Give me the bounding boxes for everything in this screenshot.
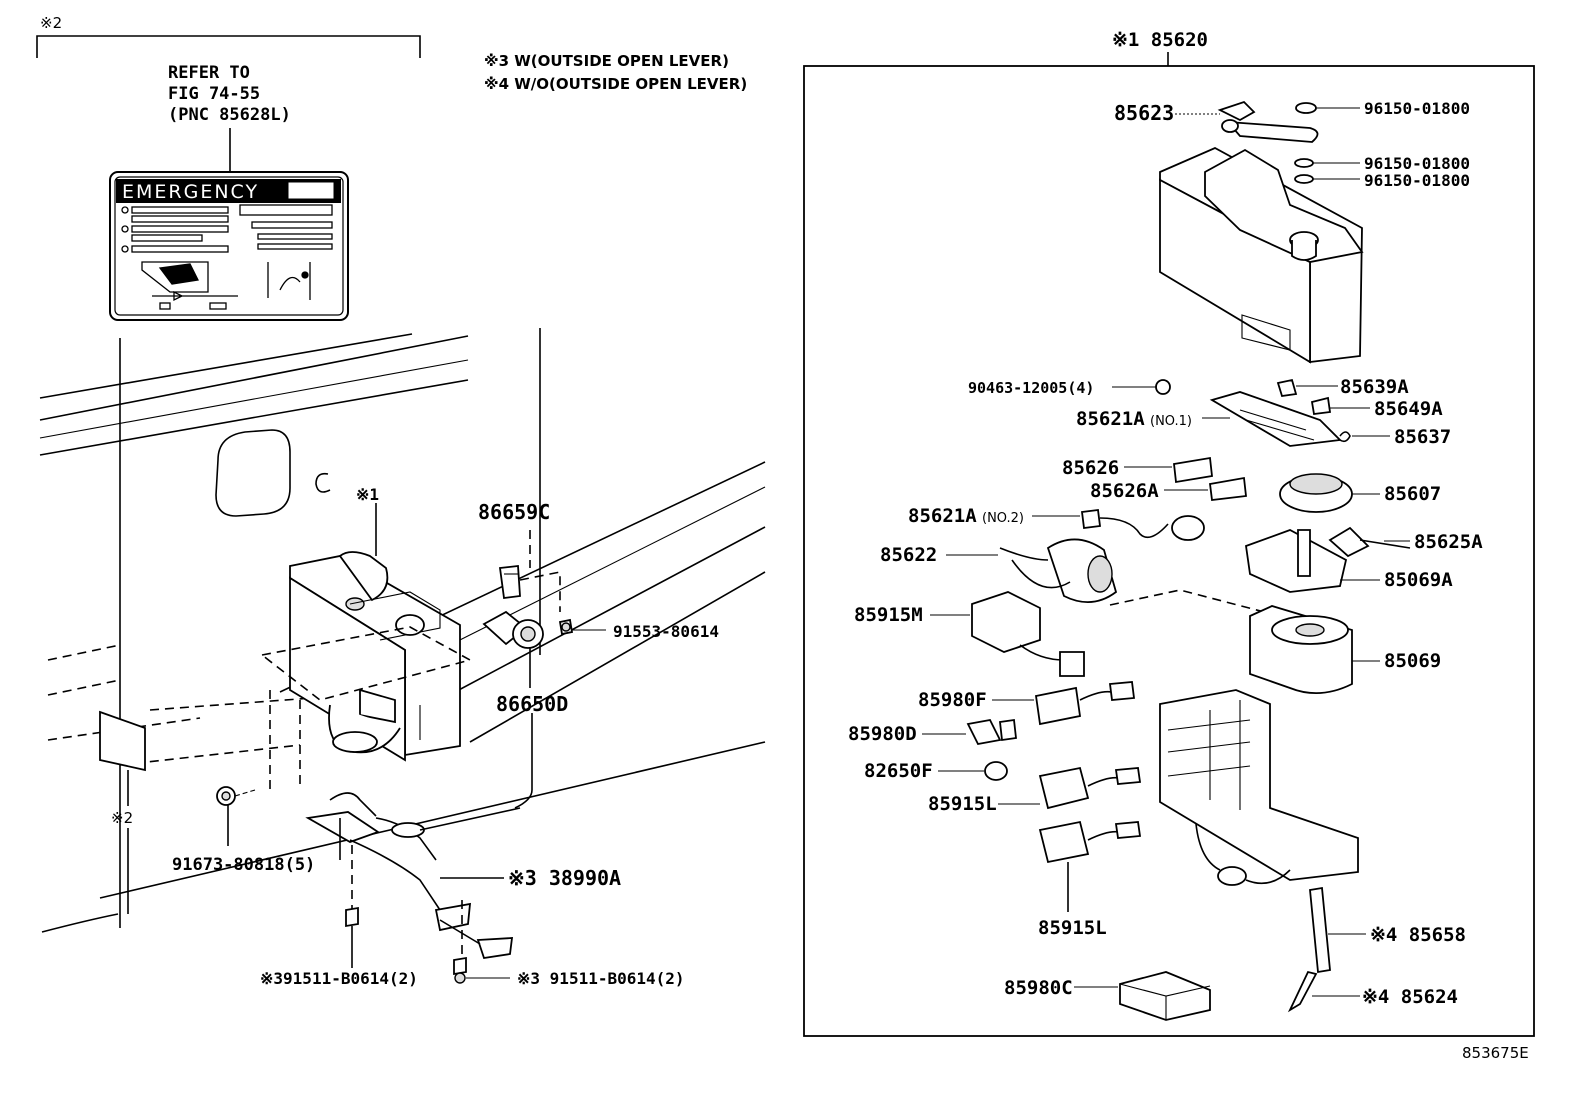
refer-line-2: FIG 74-55: [168, 84, 260, 104]
actuator-box: [1159, 146, 1364, 364]
assembly-frame: [803, 65, 1535, 1037]
figure-id: 853675E: [1462, 1044, 1529, 1062]
mark2-bracket: [36, 35, 421, 58]
part-85069-drawing: [1249, 605, 1380, 695]
part-82650F-drawing: [938, 761, 1008, 781]
mounting-bracket: [1159, 689, 1359, 886]
label-85649A: 85649A: [1374, 398, 1443, 420]
label-85621A-no2: 85621A: [908, 505, 977, 527]
part-85621A2-drawing: [1032, 508, 1205, 541]
label-96150-c: 96150-01800: [1364, 171, 1470, 190]
label-38990A: ※3 38990A: [508, 866, 621, 890]
part-85624-drawing: [1287, 970, 1360, 1013]
label-85624: ※4 85624: [1362, 986, 1458, 1008]
label-82650F: 82650F: [864, 760, 933, 782]
mark1-label: ※1: [356, 485, 379, 504]
label-91673-80818: 91673-80818(5): [172, 855, 315, 875]
mark2-top: ※2: [40, 14, 62, 32]
part-38990A-drawing: [305, 792, 521, 960]
refer-note: REFER TO FIG 74-55 (PNC 85628L): [168, 63, 291, 125]
washers-96150: [1294, 102, 1360, 184]
part-85607-drawing: [1279, 473, 1380, 513]
label-91553-80614: 91553-80614: [613, 622, 719, 641]
label-91511-left: ※391511-B0614(2): [260, 969, 418, 988]
label-85658: ※4 85658: [1370, 924, 1466, 946]
label-85621A-no2-note: (NO.2): [982, 511, 1024, 526]
part-85623-drawing: [1175, 100, 1319, 143]
part-85621A1-drawing: [1202, 391, 1342, 447]
label-91511-right: ※3 91511-B0614(2): [517, 969, 685, 988]
part-85069A-drawing: [1245, 529, 1380, 593]
assembly-label: ※1 85620: [1112, 29, 1208, 51]
label-85915L-a: 85915L: [928, 793, 997, 815]
emergency-label: EMERGENCY: [109, 171, 349, 321]
label-85623: 85623: [1114, 101, 1174, 125]
vehicle-body: [39, 328, 766, 933]
label-85622: 85622: [880, 544, 937, 566]
label-85069A: 85069A: [1384, 569, 1453, 591]
label-85915M: 85915M: [854, 604, 923, 626]
part-85980F-drawing: [992, 681, 1136, 726]
bolt-91511-right: [453, 956, 510, 984]
part-85915L-a-drawing: [998, 766, 1142, 810]
label-85626: 85626: [1062, 457, 1119, 479]
emergency-title: EMERGENCY: [122, 181, 259, 203]
part-86650D-drawing: [482, 610, 544, 688]
part-85622-drawing: [946, 538, 1273, 615]
label-85621A-no1-note: (NO.1): [1150, 414, 1192, 429]
bolt-91511-left: [345, 906, 359, 968]
label-85607: 85607: [1384, 483, 1441, 505]
part-85915M-drawing: [930, 591, 1085, 677]
part-85626-drawing: [1124, 456, 1213, 484]
label-90463-12005: 90463-12005(4): [968, 379, 1094, 397]
refer-line-3: (PNC 85628L): [168, 105, 291, 125]
label-96150-a: 96150-01800: [1364, 99, 1470, 118]
label-85639A: 85639A: [1340, 376, 1409, 398]
part-86659C-drawing: [498, 530, 561, 612]
pad-2: [99, 710, 146, 772]
part-85626A-drawing: [1164, 476, 1247, 501]
label-85980F: 85980F: [918, 689, 987, 711]
refer-line-1: REFER TO: [168, 63, 250, 83]
label-85980C: 85980C: [1004, 977, 1073, 999]
label-85915L-b: 85915L: [1038, 917, 1107, 939]
part-85980D-drawing: [922, 718, 1017, 746]
label-85621A-no1: 85621A: [1076, 408, 1145, 430]
label-85626A: 85626A: [1090, 480, 1159, 502]
label-85637: 85637: [1394, 426, 1451, 448]
label-96150-b: 96150-01800: [1364, 154, 1470, 173]
legend-line-3: ※3 W(OUTSIDE OPEN LEVER): [484, 52, 729, 70]
label-85069: 85069: [1384, 650, 1441, 672]
part-85658-drawing: [1309, 886, 1366, 974]
part-90463-drawing: [1112, 379, 1171, 395]
part-85637-drawing: [1339, 431, 1390, 443]
label-85625A: 85625A: [1414, 531, 1483, 553]
mark2-pad: ※2: [111, 809, 133, 827]
part-85980C-drawing: [1074, 971, 1211, 1021]
label-85980D: 85980D: [848, 723, 917, 745]
label-86659C: 86659C: [478, 500, 550, 524]
legend-line-4: ※4 W/O(OUTSIDE OPEN LEVER): [484, 75, 747, 93]
part-85915L-b-drawing: [1038, 820, 1142, 912]
left-actuator-unit: [260, 551, 473, 790]
bolt-91673: [216, 786, 256, 846]
part-85649A-drawing: [1310, 396, 1370, 416]
bolt-91553: [558, 618, 606, 636]
part-85625A-drawing: [1328, 526, 1411, 558]
label-86650D: 86650D: [496, 692, 568, 716]
part-85639A-drawing: [1276, 378, 1338, 397]
